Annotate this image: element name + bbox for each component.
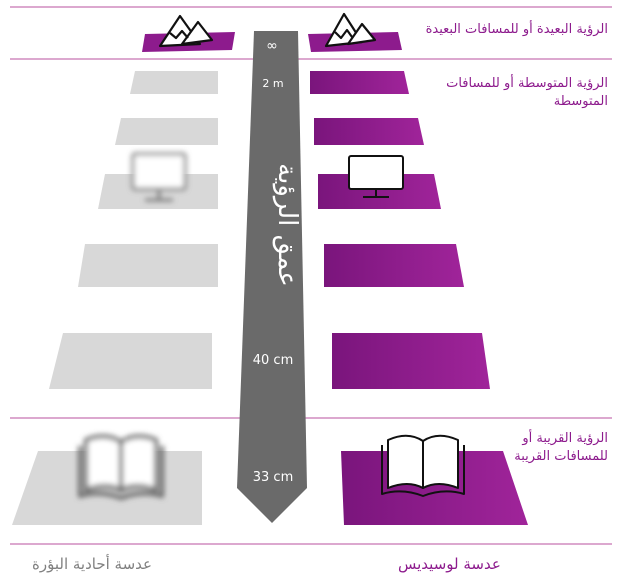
zone-label-intermediate-line1: الرؤية المتوسطة أو للمسافات	[446, 76, 608, 91]
depth-tick-33cm: 33 cm	[253, 470, 294, 485]
depth-tick-40cm: 40 cm	[253, 353, 294, 368]
plane-right-5	[332, 333, 490, 389]
zone-label-near-line1: الرؤية القريبة أو	[522, 431, 608, 446]
zone-label-intermediate-line2: المتوسطة	[553, 94, 608, 109]
plane-left-4	[78, 244, 218, 287]
monitor-icon	[348, 155, 404, 198]
monofocal-lens-column	[12, 14, 235, 525]
lucidis-lens-label: عدسة لوسيديس	[398, 555, 501, 573]
plane-right-4	[324, 244, 464, 287]
plane-right-2	[314, 118, 424, 145]
mountain-icon	[324, 12, 377, 48]
depth-tick-2m: 2 m	[262, 77, 283, 90]
depth-axis-title: عمق الرؤية	[272, 163, 302, 287]
zone-label-intermediate: الرؤية المتوسطة أو للمسافات المتوسطة	[428, 75, 608, 111]
zone-label-far: الرؤية البعيدة أو للمسافات البعيدة	[425, 22, 608, 37]
book-icon-blurred	[78, 434, 164, 500]
zone-label-near: الرؤية القريبة أو للمسافات القريبة	[488, 430, 608, 466]
monofocal-lens-label: عدسة أحادية البؤرة	[32, 555, 152, 573]
depth-tick-infinity: ∞	[266, 38, 278, 54]
depth-axis: ∞ 2 m عمق الرؤية 40 cm 33 cm	[237, 31, 307, 523]
depth-axis-arrow	[237, 31, 307, 523]
mountain-icon	[158, 14, 214, 48]
plane-left-1	[130, 71, 218, 94]
plane-left-5	[49, 333, 212, 389]
lucidis-lens-column	[308, 12, 528, 525]
monitor-icon-blurred	[131, 152, 187, 202]
book-icon	[381, 434, 465, 497]
zone-label-near-line2: للمسافات القريبة	[514, 449, 608, 464]
plane-right-1	[310, 71, 409, 94]
plane-left-2	[115, 118, 218, 145]
